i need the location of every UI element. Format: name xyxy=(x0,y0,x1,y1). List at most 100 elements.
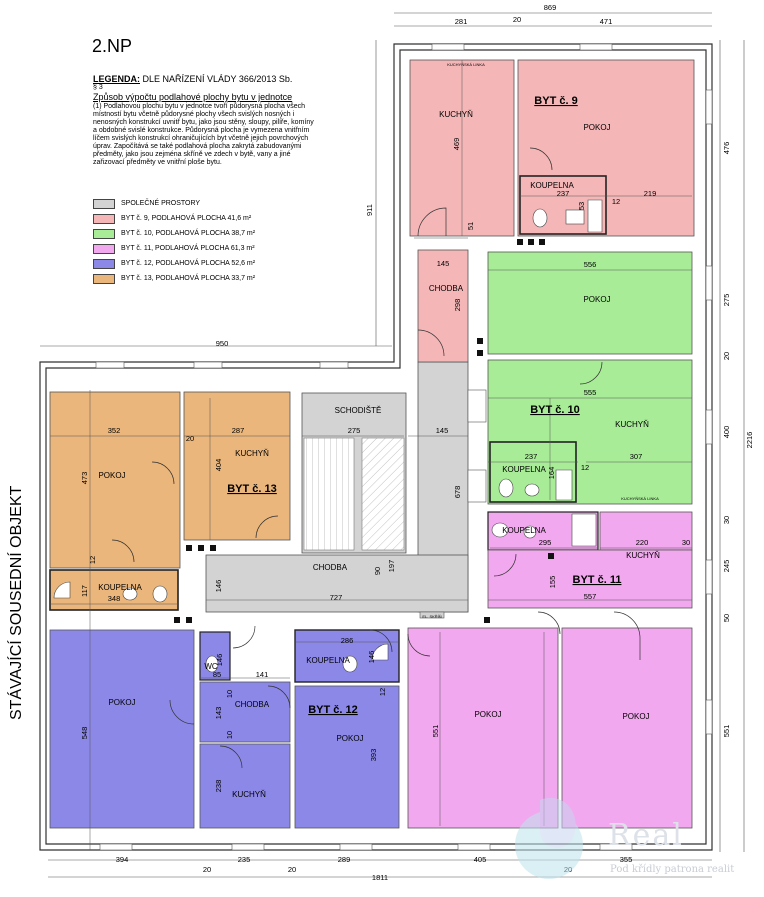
dimension-label: 1811 xyxy=(372,873,388,882)
dimension-label: 307 xyxy=(630,452,643,461)
dimension-label: 950 xyxy=(216,339,229,348)
dimension-label: 548 xyxy=(80,727,89,740)
dimension-label: 281 xyxy=(455,17,468,26)
apartment-13 xyxy=(49,391,291,611)
dimension-label: 219 xyxy=(644,189,657,198)
dimension-label: 20 xyxy=(203,865,211,874)
b11-room-1 xyxy=(407,627,559,829)
dimension-label: 85 xyxy=(213,670,221,679)
b11-room-2-label: POKOJ xyxy=(622,712,649,721)
apartment-11 xyxy=(407,511,693,829)
b9-hall xyxy=(417,249,469,363)
legend-item: BYT č. 12, PODLAHOVÁ PLOCHA 52,6 m² xyxy=(93,256,255,271)
b12-room-1-label: POKOJ xyxy=(108,698,135,707)
b12-room-2 xyxy=(294,685,400,829)
legend-item: BYT č. 13, PODLAHOVÁ PLOCHA 33,7 m² xyxy=(93,271,255,286)
legend-method: Způsob výpočtu podlahové plochy bytu v j… xyxy=(93,92,293,102)
corridor-top-label: CHODBA xyxy=(429,284,464,293)
dimension-label: 298 xyxy=(453,299,462,312)
corridor-horizontal xyxy=(205,554,469,613)
watermark-graphic xyxy=(515,797,583,879)
dimension-label: 53 xyxy=(577,202,586,210)
dimension-label: 145 xyxy=(436,426,449,435)
legend-swatch xyxy=(93,273,115,284)
legend-item-label: BYT č. 12, PODLAHOVÁ PLOCHA 52,6 m² xyxy=(121,260,256,267)
dimension-numbers: 869 281 20 471 911 469 51 237 53 12 219 … xyxy=(80,3,754,882)
neighbor-building-label: STÁVAJÍCÍ SOUSEDNÍ OBJEKT xyxy=(8,485,25,720)
legend-item: SPOLEČNÉ PROSTORY xyxy=(93,196,255,211)
dimension-label: 10 xyxy=(225,731,234,739)
b12-wc-label: WC xyxy=(204,662,218,671)
floor-title: 2.NP xyxy=(92,36,133,56)
common-areas xyxy=(205,361,469,619)
dimension-label: 197 xyxy=(387,560,396,573)
legend-paragraph: § 3 xyxy=(93,84,103,91)
dimension-label: 245 xyxy=(722,560,731,573)
b12-room-1 xyxy=(49,629,195,829)
b10-kitchen-label: KUCHYŇ xyxy=(615,420,649,429)
dimension-label: 238 xyxy=(214,780,223,793)
dimension-label: 275 xyxy=(722,294,731,307)
b12-hall xyxy=(199,681,291,743)
dimension-label: 295 xyxy=(539,538,552,547)
dimension-label: 12 xyxy=(378,688,387,696)
electric-cabinet-label: EL. SKŘÍŇ xyxy=(422,614,441,619)
dimension-label: 404 xyxy=(214,459,223,472)
b9-title: BYT č. 9 xyxy=(534,95,577,107)
dimension-label: 141 xyxy=(256,670,269,679)
dimension-label: 551 xyxy=(722,725,731,738)
b12-hall-label: CHODBA xyxy=(235,700,270,709)
legend-swatch xyxy=(93,213,115,224)
b12-wc xyxy=(199,631,231,681)
dimension-label: 30 xyxy=(682,538,690,547)
stairs-flight xyxy=(361,437,405,551)
dimension-label: 556 xyxy=(584,260,597,269)
legend-item-label: SPOLEČNÉ PROSTORY xyxy=(121,200,201,207)
dimension-label: 10 xyxy=(225,690,234,698)
dimension-label: 400 xyxy=(722,426,731,439)
dimension-label: 394 xyxy=(116,855,129,864)
dimension-label: 235 xyxy=(238,855,251,864)
dimension-label: 164 xyxy=(547,467,556,480)
b11-room-1-label: POKOJ xyxy=(474,710,501,719)
dimension-label: 50 xyxy=(722,614,731,622)
electric-cabinet xyxy=(419,611,445,619)
dimension-label: 146 xyxy=(367,651,376,664)
dimension-label: 51 xyxy=(466,222,475,230)
dimension-label: 555 xyxy=(584,388,597,397)
sanitary-fixtures xyxy=(53,199,603,673)
dimension-label: 476 xyxy=(722,142,731,155)
legend-item-label: BYT č. 10, PODLAHOVÁ PLOCHA 38,7 m² xyxy=(121,230,256,237)
b11-room-2 xyxy=(561,627,693,829)
dimension-label: 90 xyxy=(373,567,382,575)
dimension-label: 2216 xyxy=(745,432,754,449)
dimension-label: 469 xyxy=(452,138,461,151)
corridor-mid-label: CHODBA xyxy=(313,563,348,572)
dimension-label: 911 xyxy=(365,204,374,216)
dimension-label: 12 xyxy=(88,556,97,564)
legend-item: BYT č. 11, PODLAHOVÁ PLOCHA 61,3 m² xyxy=(93,241,255,256)
legend-item: BYT č. 10, PODLAHOVÁ PLOCHA 38,7 m² xyxy=(93,226,255,241)
dimension-label: 237 xyxy=(525,452,538,461)
legend-body: (1) Podlahovou plochu bytu v jednotce tv… xyxy=(93,103,314,166)
dimension-label: 286 xyxy=(341,636,354,645)
b11-bathroom-label: KOUPELNA xyxy=(502,526,546,535)
dimension-label: 143 xyxy=(214,707,223,720)
dimension-label: 551 xyxy=(431,725,440,738)
dimension-label: 145 xyxy=(437,259,450,268)
dimension-label: 155 xyxy=(548,576,557,589)
legend-swatch xyxy=(93,243,115,254)
dimension-lines xyxy=(40,12,745,878)
dimension-label: 352 xyxy=(108,426,121,435)
dimension-label: 473 xyxy=(80,472,89,485)
dimension-label: 20 xyxy=(513,15,521,24)
dimension-label: 287 xyxy=(232,426,245,435)
dimension-label: 557 xyxy=(584,592,597,601)
legend-text: LEGENDA: DLE NAŘÍZENÍ VLÁDY 366/2013 Sb.… xyxy=(93,74,315,167)
watermark-text: Pod křídly patrona realit xyxy=(610,864,735,875)
dimension-label: 146 xyxy=(214,580,223,593)
legend-swatch xyxy=(93,258,115,269)
b13-kitchen-label: KUCHYŇ xyxy=(235,449,269,458)
dimension-label: 237 xyxy=(557,189,570,198)
